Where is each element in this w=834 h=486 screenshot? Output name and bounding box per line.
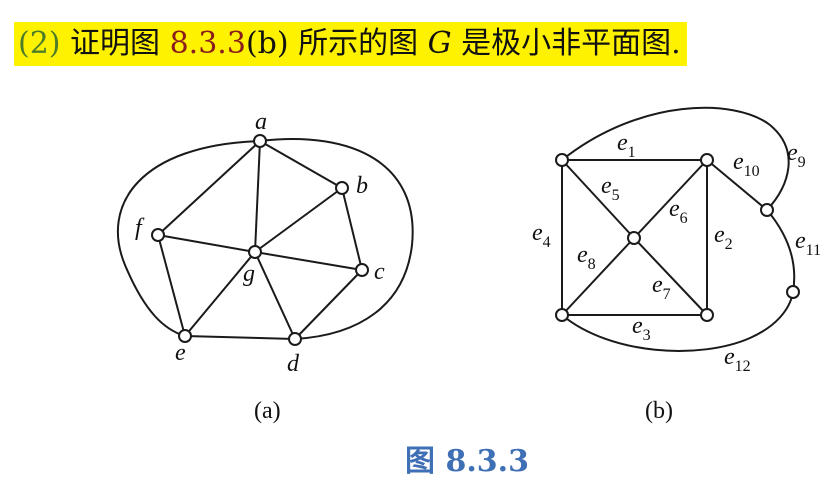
figure-caption: 图 8.3.3 (405, 444, 529, 479)
graph-a-label-c: c (374, 259, 385, 285)
graph-b-label-e4: e4 (532, 220, 551, 251)
problem-text-mid: (b) 所示的图 (245, 26, 419, 61)
graph-a-label-g: g (243, 261, 255, 287)
graph-a-vertex-c (355, 263, 369, 277)
problem-text-before: 证明图 (70, 26, 161, 61)
graph-b-vertex-right-upper (760, 203, 774, 217)
graph-b-vertex-bottom-left (555, 308, 569, 322)
problem-text-after: 是极小非平面图. (461, 26, 681, 61)
graph-b-vertex-top-left (555, 153, 569, 167)
graph-a-outer-curve-left (116, 140, 261, 337)
graph-a-vertex-f (151, 228, 165, 242)
graph-variable: G (427, 26, 452, 61)
graph-a-edge-eg (184, 251, 256, 337)
graph-b-label-e9: e9 (787, 140, 806, 171)
problem-statement: (2) 证明图 8.3.3(b) 所示的图 G 是极小非平面图. (14, 22, 687, 66)
graph-a-edge-bg (254, 187, 343, 253)
graph-b-edge-e9 (561, 106, 790, 211)
graph-b-vertex-top-right (700, 153, 714, 167)
caption-a: (a) (254, 398, 281, 424)
graph-b-label-e10: e10 (733, 149, 760, 180)
graph-a-edge-ag (254, 140, 261, 253)
graph-b-label-e8: e8 (577, 242, 596, 273)
graph-a-edge-cg (254, 251, 363, 271)
graph-a-vertex-g (248, 245, 262, 259)
graph-b (561, 106, 796, 352)
graph-b-edge-e10 (706, 159, 768, 211)
problem-number: (2) (18, 26, 61, 61)
graph-a-label-f: f (135, 215, 145, 241)
graph-b-label-e11: e11 (795, 228, 821, 259)
graph-a (116, 138, 414, 340)
graph-a-vertex-d (288, 332, 302, 346)
graph-a-edge-dg (254, 251, 296, 340)
graph-a-vertex-e (178, 329, 192, 343)
graph-a-vertex-b (335, 181, 349, 195)
graph-a-edge-bc (341, 187, 363, 271)
figure-reference: 8.3.3 (169, 26, 246, 61)
graph-b-label-e5: e5 (601, 173, 620, 204)
graph-b-label-e7: e7 (652, 272, 671, 303)
graph-b-edge-e5 (561, 159, 635, 239)
graph-a-outer-curve-right (259, 138, 414, 340)
graph-b-edge-e6 (633, 159, 708, 239)
graph-b-label-e6: e6 (669, 196, 688, 227)
caption-b: (b) (645, 398, 673, 424)
graph-b-vertex-bottom-right (700, 308, 714, 322)
graph-b-label-e3: e3 (632, 313, 651, 344)
graph-b-label-e2: e2 (714, 222, 733, 253)
graph-a-edge-cd (294, 269, 363, 340)
graph-b-vertex-center (627, 231, 641, 245)
graph-b-edge-e8 (561, 237, 635, 316)
graph-b-edge-e7 (633, 237, 708, 316)
graph-a-label-a: a (255, 109, 267, 135)
graph-a-label-b: b (356, 173, 368, 199)
graph-a-edge-ab (259, 140, 343, 189)
graph-b-edge-e11 (766, 209, 796, 293)
graph-b-vertex-right-lower (786, 285, 800, 299)
graph-a-edge-fg (157, 234, 256, 253)
graph-a-label-e: e (175, 340, 186, 366)
graph-b-edge-e12 (561, 291, 794, 352)
graph-b-label-e1: e1 (617, 130, 636, 161)
graph-a-edge-ef (157, 234, 186, 337)
graph-a-vertex-a (253, 134, 267, 148)
graph-b-label-e12: e12 (724, 344, 751, 375)
graph-a-edge-de (184, 335, 296, 340)
graph-a-edge-fa (157, 140, 261, 236)
graph-a-label-d: d (287, 351, 300, 377)
